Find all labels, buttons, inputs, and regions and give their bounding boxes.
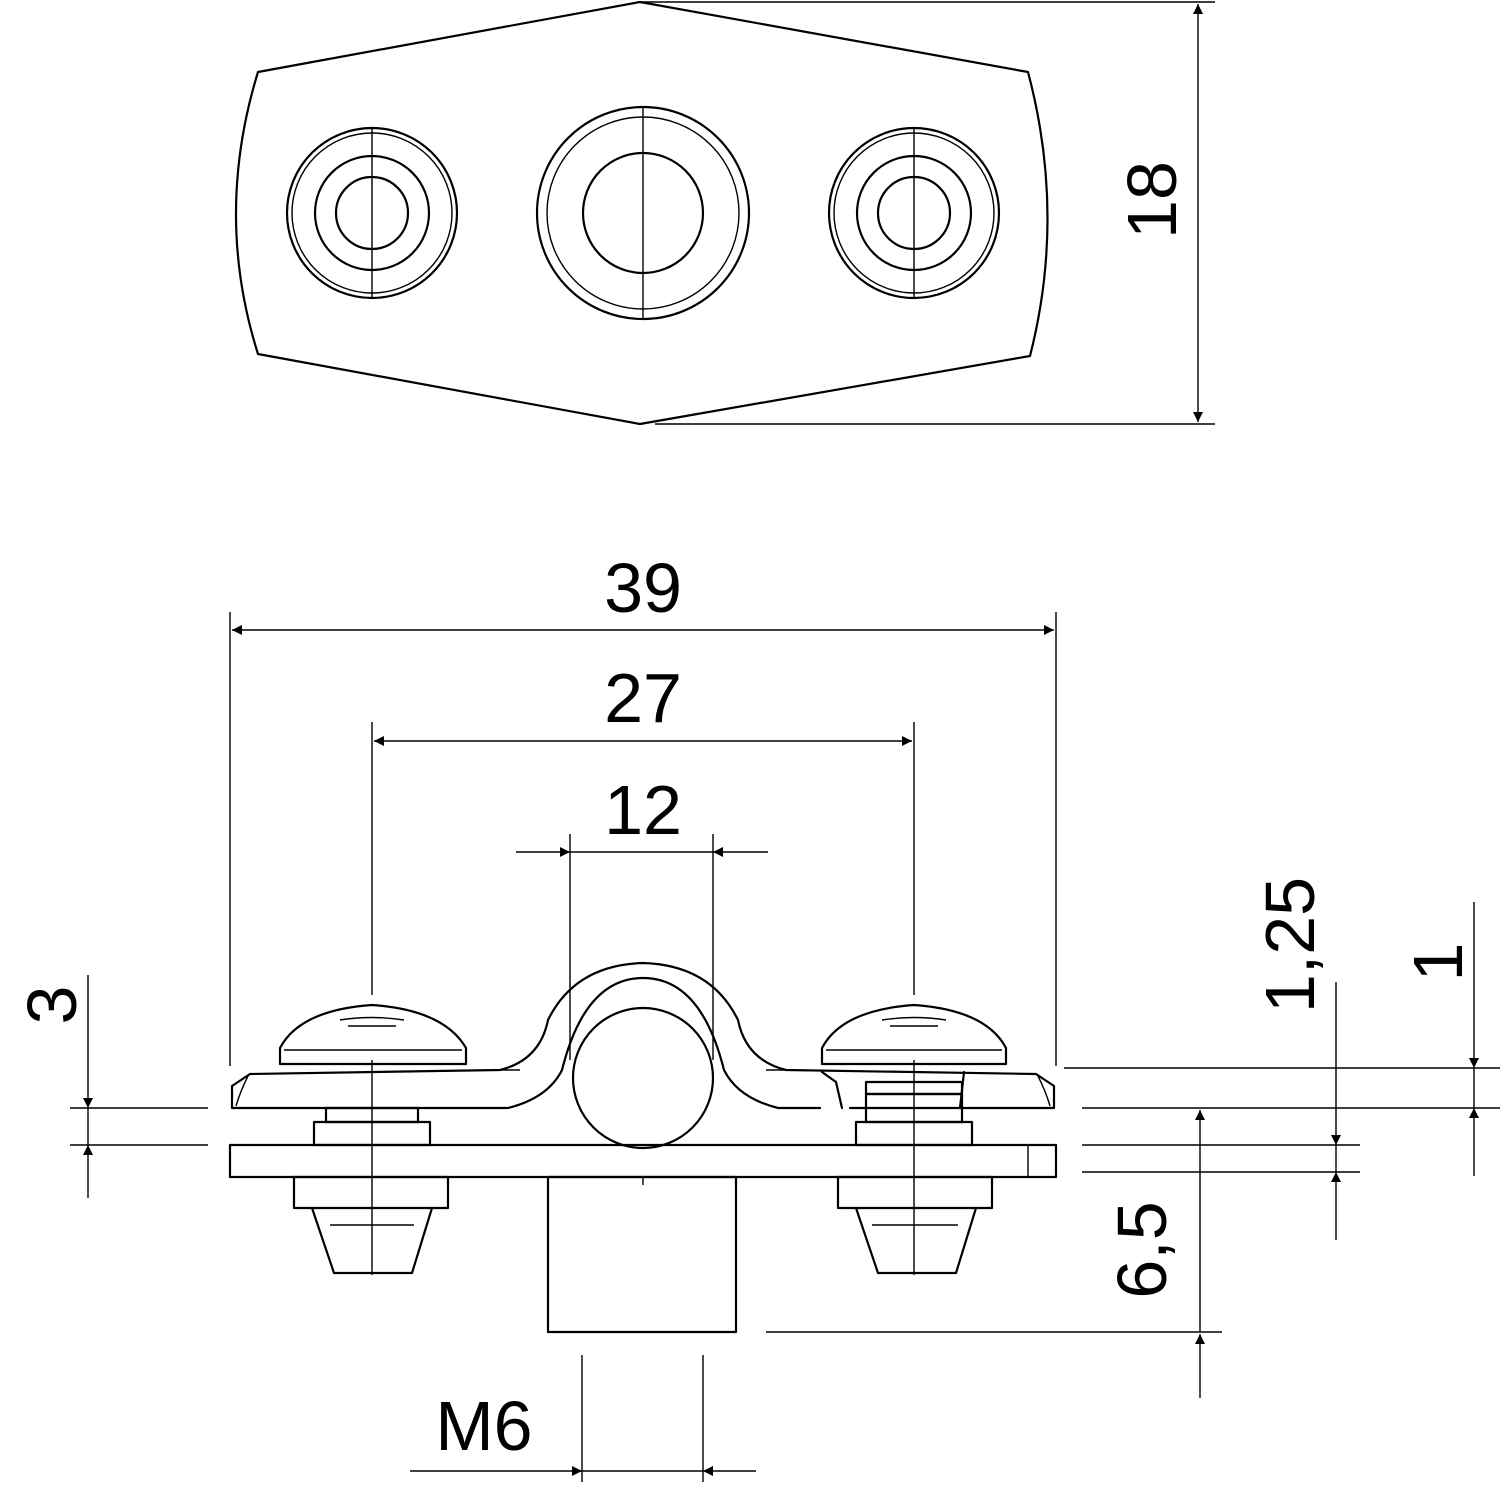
dim-height: 18 [640,1,1215,425]
dim-overall-width-label: 39 [604,549,682,627]
dim-clamp-thickness-label: 1,25 [1251,877,1329,1013]
dim-gap-label: 1 [1399,943,1477,982]
dim-height-label: 18 [1113,161,1191,239]
dim-overall-width: 39 [229,549,1057,1066]
dim-gap: 1 [1064,902,1500,1176]
dim-plate-thickness-label: 3 [13,986,91,1025]
center-stud [546,1175,738,1334]
dim-clamp-thickness: 1,25 [1082,877,1360,1240]
top-plate-outline [234,0,1049,426]
dim-conductor: 12 [516,771,768,1060]
top-view: 18 [234,0,1215,426]
dim-stud-length: 6,5 [766,1110,1222,1398]
dim-plate-thickness: 3 [13,975,208,1198]
dim-hole-spacing-label: 27 [604,659,682,737]
left-screw [278,1003,468,1275]
side-view: 39 27 12 3 [13,549,1500,1482]
conductor [571,1006,715,1150]
right-hole [827,126,1001,300]
right-screw [820,1003,1008,1275]
clamp-bridge [230,961,1056,1110]
center-hole [535,105,751,321]
dim-hole-spacing: 27 [371,659,915,995]
base-plate [228,1143,1058,1179]
dim-thread-label: M6 [435,1387,532,1465]
dim-conductor-label: 12 [604,771,682,849]
dim-stud-length-label: 6,5 [1103,1201,1181,1298]
left-hole [285,126,459,300]
dim-thread: M6 [410,1355,756,1482]
